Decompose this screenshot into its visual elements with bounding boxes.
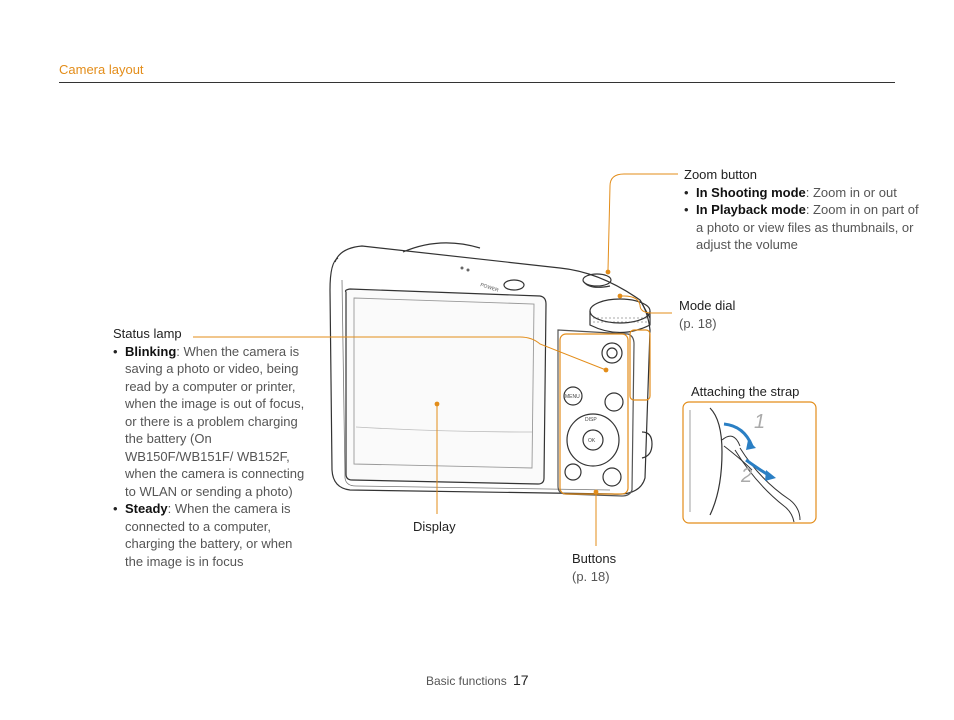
section-title: Camera layout — [59, 62, 144, 77]
display-label: Display — [413, 519, 456, 534]
zoom-term-shooting: In Shooting mode — [696, 184, 806, 200]
callout-dots — [434, 269, 623, 495]
buttons-callout: Buttons (p. 18) — [572, 550, 616, 585]
status-desc-blinking: : When the camera is saving a photo or v… — [125, 343, 305, 499]
list-item: In Shooting mode: Zoom in or out — [684, 184, 924, 202]
status-lamp-callout: Status lamp Blinking: When the camera is… — [113, 325, 313, 570]
zoom-list: In Shooting mode: Zoom in or out In Play… — [684, 184, 924, 254]
zoom-title: Zoom button — [684, 167, 757, 182]
status-lamp-title: Status lamp — [113, 326, 182, 341]
list-item: Steady: When the camera is connected to … — [113, 500, 313, 570]
disp-print: DISP — [585, 417, 597, 423]
list-item: In Playback mode: Zoom in on part of a p… — [684, 201, 924, 254]
zoom-callout: Zoom button In Shooting mode: Zoom in or… — [684, 166, 924, 254]
buttons-title: Buttons — [572, 551, 617, 566]
zoom-desc-shooting: : Zoom in or out — [805, 184, 897, 200]
strap-detail: 1 2 — [682, 401, 817, 524]
power-print: POWER — [479, 282, 499, 294]
buttons-ref: (p. 18) — [572, 568, 610, 584]
ok-print: OK — [588, 438, 596, 444]
strap-step-1: 1 — [754, 411, 765, 433]
strap-step-2: 2 — [740, 465, 752, 487]
highlight-frames — [559, 329, 651, 495]
mode-dial-callout: Mode dial (p. 18) — [679, 297, 735, 332]
zoom-term-playback: In Playback mode — [696, 202, 806, 217]
status-desc-steady: : When the camera is connected to a comp… — [125, 501, 293, 569]
header-divider — [59, 82, 895, 83]
mode-dial-ref: (p. 18) — [679, 315, 717, 331]
strap-title: Attaching the strap — [691, 384, 800, 399]
status-term-steady: Steady — [125, 501, 168, 516]
status-term-blinking: Blinking — [125, 343, 177, 359]
page-number: 17 — [513, 672, 529, 688]
list-item: Blinking: When the camera is saving a ph… — [113, 343, 313, 501]
camera-body — [329, 242, 653, 497]
zoom-desc-playback: : Zoom in on part of a photo or view fil… — [696, 202, 919, 252]
mode-dial-title: Mode dial — [679, 298, 736, 313]
footer-section: Basic functions — [426, 674, 507, 688]
callout-lines — [193, 173, 678, 546]
status-lamp-list: Blinking: When the camera is saving a ph… — [113, 343, 313, 571]
menu-print: MENU — [565, 394, 580, 400]
